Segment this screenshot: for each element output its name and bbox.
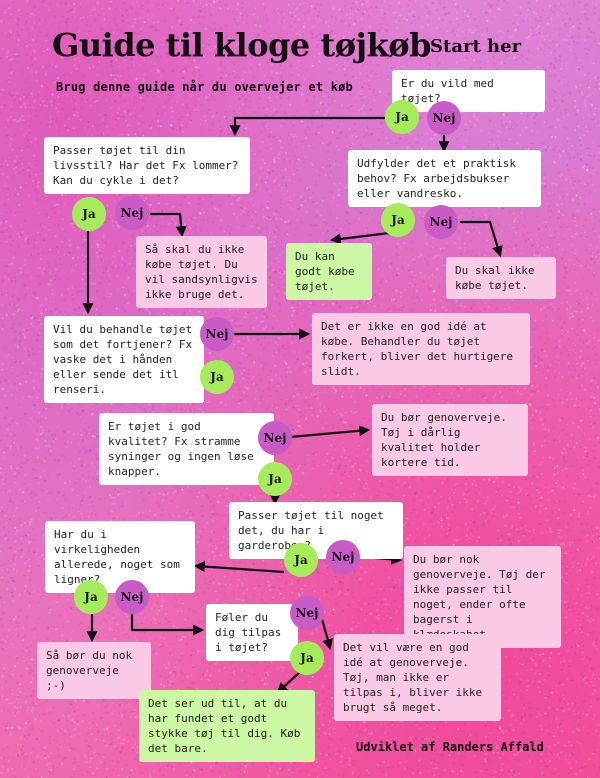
nej-circle-q7: Nej [115,580,149,614]
ja-circle-q6: Ja [284,543,318,577]
arrow-q7-nej [130,614,205,636]
question-wardrobe: Passer tøjet til noget det, du har i gar… [229,502,403,559]
ja-circle-q2: Ja [381,203,415,237]
arrow-q6-ja [193,561,285,574]
outcome-lifestyle-no: Så skal du ikke købe tøjet. Du vil sands… [136,236,267,308]
nej-circle-q1: Nej [427,101,461,135]
ja-circle-q1: Ja [385,100,419,134]
outcome-can-buy: Du kan godt købe tøjet. [286,243,372,300]
arrow-q5-nej [289,425,371,439]
nej-circle-q8: Nej [290,596,324,630]
outcome-quality-no: Du bør genoverveje. Tøj i dårlig kvalite… [372,404,528,476]
ja-circle-q7: Ja [74,580,108,614]
question-like-it: Er du vild med tøjet? [392,70,545,112]
page-title: Guide til kloge tøjkøb [52,26,432,64]
question-care: Vil du behandle tøjet som det fortjener?… [44,316,204,403]
outcome-do-not-buy: Du skal ikke købe tøjet. [446,257,556,299]
nej-circle-q6: Nej [326,540,360,574]
ja-circle-q4: Ja [200,360,234,394]
start-label: Start her [430,36,522,57]
question-practical-need: Udfylder det et praktisk behov? Fx arbej… [348,150,541,207]
footer-credit: Udviklet af Randers Affald [356,740,544,754]
arrow-q3-nej [150,212,187,238]
arrow-q8-ja [276,671,301,694]
ja-circle-q8: Ja [290,641,324,675]
question-comfort: Føler du dig tilpas i tøjet? [206,604,298,661]
question-lifestyle: Passer tøjet til din livsstil? Har det F… [44,137,250,194]
ja-circle-q3: Ja [72,197,106,231]
ja-circle-q5: Ja [258,462,292,496]
nej-circle-q4: Nej [200,317,234,351]
question-similar: Har du i virkeligheden allerede, noget s… [45,521,195,593]
nej-circle-q5: Nej [258,421,292,455]
outcome-wardrobe-no: Du bør nok genoverveje. Tøj der ikke pas… [404,546,561,648]
arrow-q1-ja [229,116,385,137]
arrow-q2-nej [460,220,503,258]
outcome-care-no: Det er ikke en god idé at købe. Behandle… [312,313,530,385]
outcome-comfort-no: Det vil være en god idé at genoverveje. … [334,634,501,721]
outcome-similar-yes: Så bør du nok genoverveje ;-) [37,642,151,699]
question-quality: Er tøjet i god kvalitet? Fx stramme syni… [99,413,274,485]
page-subtitle: Brug denne guide når du overvejer et køb [56,80,353,94]
nej-circle-q2: Nej [424,205,458,239]
nej-circle-q3: Nej [115,196,149,230]
outcome-buy-it: Det ser ud til, at du har fundet et godt… [139,690,315,762]
arrow-q2-ja [329,230,398,245]
